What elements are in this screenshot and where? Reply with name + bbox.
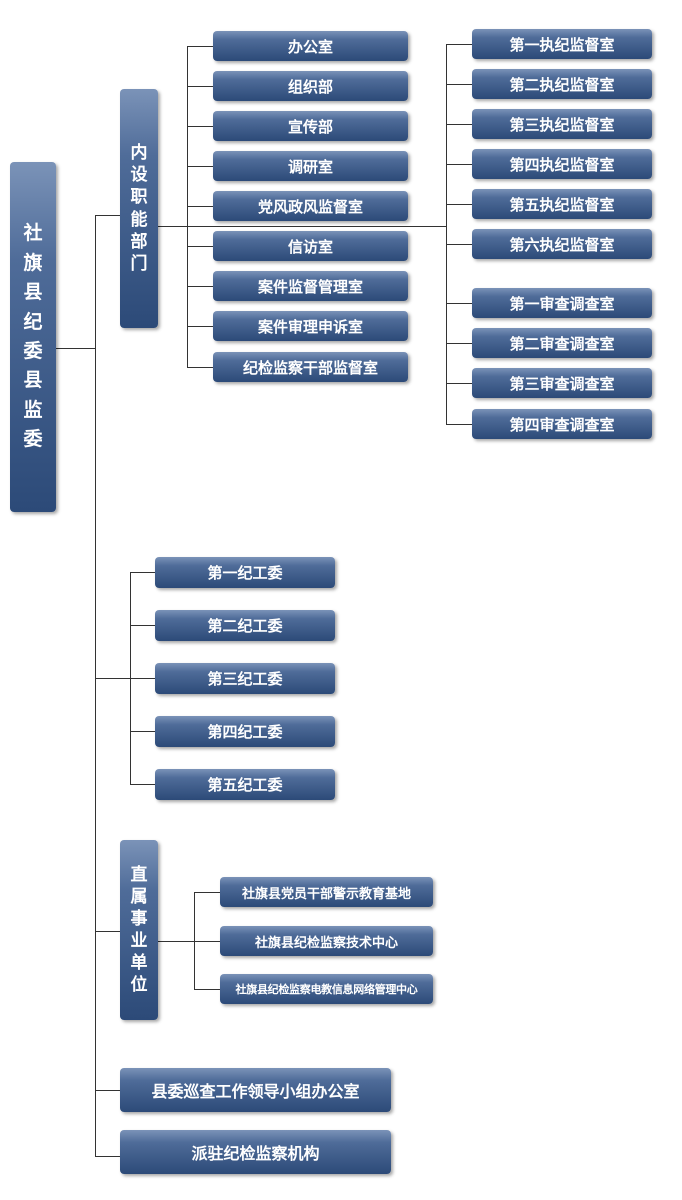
connector-line — [187, 126, 213, 127]
dept-node: 组织部 — [213, 71, 408, 101]
vertical-text-char: 直 — [130, 864, 148, 885]
dept-node: 案件审理申诉室 — [213, 311, 408, 341]
connector-line — [446, 383, 472, 384]
dept-node: 办公室 — [213, 31, 408, 61]
internal-depts-group-node: 内设职能部门 — [120, 89, 158, 328]
connector-line — [187, 246, 213, 247]
connector-line — [187, 326, 213, 327]
connector-line — [187, 46, 213, 47]
discipline-room-node: 第三执纪监督室 — [472, 109, 652, 139]
affiliated-unit-node: 社旗县纪检监察技术中心 — [220, 926, 433, 956]
affiliated-units-group-node: 直属事业单位 — [120, 840, 158, 1020]
connector-line — [194, 892, 195, 989]
connector-line — [446, 244, 472, 245]
connector-line — [95, 678, 130, 679]
vertical-text-char: 事 — [130, 908, 148, 929]
vertical-text-char: 单 — [130, 953, 148, 974]
vertical-text-char: 位 — [130, 975, 148, 996]
org-root-node: 社旗县纪委县监委 — [10, 162, 56, 512]
connector-line — [130, 731, 155, 732]
vertical-text-char: 业 — [130, 931, 148, 951]
dept-node: 调研室 — [213, 151, 408, 181]
vertical-text-char: 属 — [130, 886, 148, 907]
connector-line — [187, 367, 213, 368]
vertical-text-char: 县 — [23, 369, 43, 392]
dept-node: 案件监督管理室 — [213, 271, 408, 301]
dept-node: 党风政风监督室 — [213, 191, 408, 221]
work-committee-node: 第二纪工委 — [155, 610, 335, 641]
connector-line — [446, 424, 472, 425]
connector-line — [130, 625, 155, 626]
vertical-text-char: 设 — [130, 165, 148, 186]
connector-line — [95, 1156, 120, 1157]
connector-line — [187, 166, 213, 167]
connector-line — [130, 678, 155, 679]
discipline-room-node: 第一执纪监督室 — [472, 29, 652, 59]
connector-line — [56, 348, 95, 349]
review-room-node: 第二审查调查室 — [472, 328, 652, 358]
vertical-text-char: 县 — [23, 281, 43, 304]
connector-line — [158, 226, 446, 227]
review-room-node: 第三审查调查室 — [472, 368, 652, 398]
affiliated-unit-node: 社旗县纪检监察电教信息网络管理中心 — [220, 974, 433, 1004]
stationed-agencies-node: 派驻纪检监察机构 — [120, 1130, 391, 1174]
connector-line — [446, 124, 472, 125]
vertical-text-char: 门 — [130, 253, 148, 274]
connector-line — [194, 989, 220, 990]
vertical-text-char: 委 — [23, 340, 43, 362]
connector-line — [194, 941, 220, 942]
connector-line — [446, 204, 472, 205]
vertical-text-char: 监 — [23, 398, 43, 421]
work-committee-node: 第三纪工委 — [155, 663, 335, 694]
vertical-text-char: 部 — [130, 231, 148, 252]
review-room-node: 第一审查调查室 — [472, 288, 652, 318]
vertical-text-char: 旗 — [23, 251, 43, 274]
work-committee-node: 第五纪工委 — [155, 769, 335, 800]
connector-line — [95, 931, 120, 932]
connector-line — [187, 86, 213, 87]
connector-line — [95, 215, 120, 216]
discipline-room-node: 第五执纪监督室 — [472, 189, 652, 219]
vertical-text-char: 能 — [130, 209, 148, 230]
discipline-room-node: 第四执纪监督室 — [472, 149, 652, 179]
dept-node: 宣传部 — [213, 111, 408, 141]
connector-line — [194, 892, 220, 893]
connector-line — [446, 84, 472, 85]
connector-line — [130, 784, 155, 785]
vertical-text-char: 社 — [23, 222, 43, 245]
dept-node: 纪检监察干部监督室 — [213, 352, 408, 382]
connector-line — [95, 215, 96, 1157]
connector-line — [130, 572, 155, 573]
vertical-text-char: 纪 — [23, 310, 43, 333]
vertical-text-char: 内 — [130, 143, 148, 164]
review-room-node: 第四审查调查室 — [472, 409, 652, 439]
vertical-text-char: 职 — [130, 187, 148, 208]
work-committee-node: 第四纪工委 — [155, 716, 335, 747]
connector-line — [187, 206, 213, 207]
connector-line — [95, 1090, 120, 1091]
inspection-office-node: 县委巡查工作领导小组办公室 — [120, 1068, 391, 1112]
discipline-room-node: 第六执纪监督室 — [472, 229, 652, 259]
connector-line — [446, 164, 472, 165]
affiliated-unit-node: 社旗县党员干部警示教育基地 — [220, 877, 433, 907]
connector-line — [446, 343, 472, 344]
connector-line — [446, 44, 472, 45]
connector-line — [187, 286, 213, 287]
dept-node: 信访室 — [213, 231, 408, 261]
discipline-room-node: 第二执纪监督室 — [472, 69, 652, 99]
work-committee-node: 第一纪工委 — [155, 557, 335, 588]
connector-line — [446, 303, 472, 304]
connector-line — [446, 44, 447, 424]
connector-line — [158, 941, 194, 942]
vertical-text-char: 委 — [23, 428, 43, 451]
